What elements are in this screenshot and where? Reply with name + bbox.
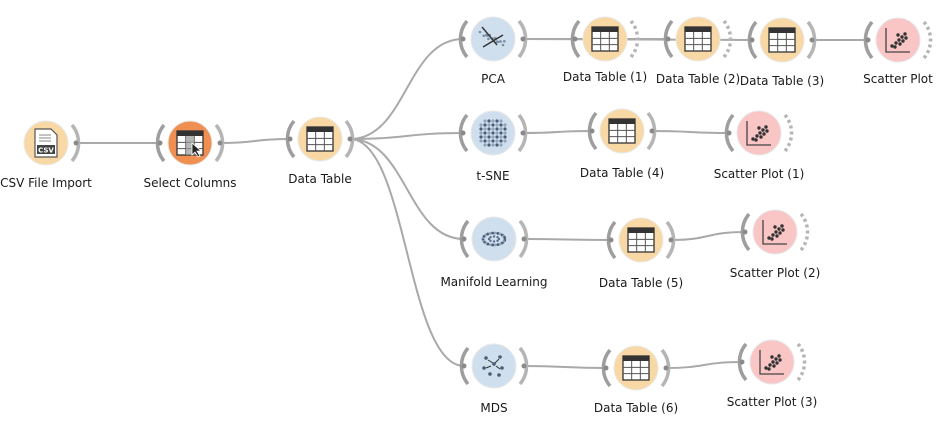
widget-mds[interactable]: MDS: [459, 343, 529, 415]
widget-label: MDS: [480, 401, 507, 415]
widget-dt0[interactable]: Data Table: [285, 116, 355, 186]
widget-dt1[interactable]: Data Table (1): [563, 16, 647, 84]
link-dt0-manifold[interactable]: [349, 138, 465, 240]
output-anchor[interactable]: [799, 212, 810, 252]
widget-label: Scatter Plot (3): [727, 395, 818, 409]
widget-label: Data Table (2): [656, 72, 740, 86]
widget-csv[interactable]: CSV CSV File Import: [0, 120, 92, 190]
widget-manifold[interactable]: Manifold Learning: [440, 216, 548, 289]
link-dt6-sp3[interactable]: [665, 361, 743, 369]
link-dt4-sp1[interactable]: [651, 130, 730, 134]
widget-body[interactable]: [471, 216, 517, 262]
table-icon: [768, 27, 796, 53]
link-dt5-sp2[interactable]: [670, 231, 746, 241]
table-icon: [306, 126, 334, 152]
scatter-plot-icon: [746, 121, 771, 146]
table-icon: [622, 355, 650, 381]
output-anchor[interactable]: [722, 19, 733, 59]
table-icon: [608, 118, 636, 144]
table-icon: [591, 26, 619, 52]
widget-label: t-SNE: [476, 169, 509, 183]
table-icon: [684, 26, 712, 52]
widget-dt5[interactable]: Data Table (5): [599, 217, 683, 290]
widget-dt2[interactable]: Data Table (2): [656, 16, 740, 86]
links-layer: [75, 37, 868, 369]
link-dt0-tsne[interactable]: [349, 132, 464, 140]
svg-text:CSV: CSV: [38, 147, 54, 155]
widget-sp2[interactable]: Scatter Plot (2): [730, 209, 821, 280]
widget-label: Data Table (5): [599, 276, 683, 290]
pca-icon: [478, 26, 506, 48]
widget-pca[interactable]: PCA: [458, 16, 528, 86]
output-anchor[interactable]: [796, 342, 807, 382]
link-manifold-dt5[interactable]: [523, 238, 612, 241]
csv-file-icon: CSV: [34, 128, 58, 158]
widget-label: Data Table (4): [580, 166, 664, 180]
widget-label: Data Table (3): [740, 74, 824, 88]
widget-dt4[interactable]: Data Table (4): [580, 108, 664, 180]
widget-dt6[interactable]: Data Table (6): [594, 345, 678, 415]
select-columns-icon: [176, 130, 204, 158]
link-select-dt0[interactable]: [219, 138, 291, 144]
widget-label: Scatter Plot (1): [714, 167, 805, 181]
mds-icon: [482, 355, 504, 377]
table-icon: [627, 227, 655, 253]
scatter-plot-icon: [885, 28, 910, 53]
widget-label: Data Table (1): [563, 70, 647, 84]
output-anchor[interactable]: [783, 113, 794, 153]
widget-label: PCA: [481, 72, 506, 86]
widget-label: Scatter Plot (2): [730, 266, 821, 280]
widget-label: Select Columns: [143, 176, 236, 190]
manifold-learning-icon: [481, 231, 507, 247]
widget-body[interactable]: [471, 343, 517, 389]
link-dt0-pca[interactable]: [349, 38, 464, 140]
widget-tsne[interactable]: t-SNE: [458, 110, 528, 183]
widget-label: Data Table: [288, 172, 352, 186]
widget-sp1[interactable]: Scatter Plot (1): [714, 110, 805, 181]
link-dt0-mds[interactable]: [349, 138, 465, 367]
widget-label: Data Table (6): [594, 401, 678, 415]
widget-label: Manifold Learning: [440, 275, 547, 289]
output-anchor[interactable]: [922, 20, 933, 60]
output-anchor[interactable]: [629, 19, 640, 59]
scatter-plot-icon: [759, 350, 784, 375]
tsne-icon: [479, 119, 507, 147]
widget-dt3[interactable]: Data Table (3): [740, 17, 824, 88]
widget-sp0[interactable]: Scatter Plot: [863, 17, 933, 86]
link-mds-dt6[interactable]: [523, 365, 607, 369]
widget-label: Scatter Plot: [863, 72, 933, 86]
link-tsne-dt4[interactable]: [522, 130, 593, 134]
widget-select[interactable]: Select Columns: [143, 120, 237, 190]
widget-sp3[interactable]: Scatter Plot (3): [727, 339, 818, 409]
scatter-plot-icon: [762, 220, 787, 245]
widget-label: CSV File Import: [0, 176, 92, 190]
